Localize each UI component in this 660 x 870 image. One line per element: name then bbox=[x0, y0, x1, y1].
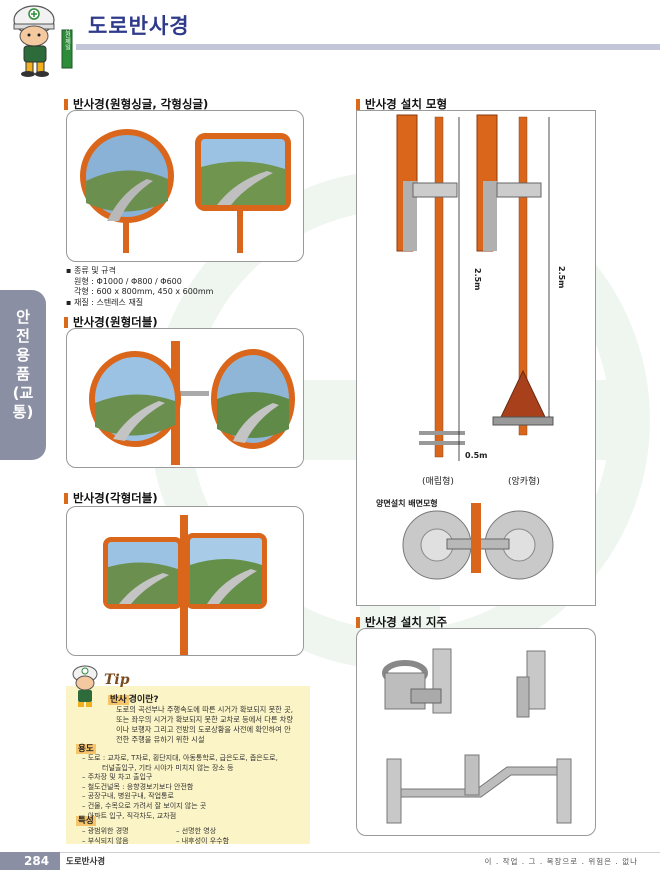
usage-item: – 도로 : 교차로, T자로, 횡단지대, 아동통학로, 급은도로, 좁은도로… bbox=[82, 754, 278, 762]
usage-item: – 아파트 입구, 직각차도, 교차점 bbox=[82, 811, 177, 820]
section-title-square-double: 반사경(각형더블) bbox=[64, 490, 158, 506]
type-buried-label: (매립형) bbox=[422, 477, 454, 487]
features-heading: 특성 bbox=[76, 814, 96, 826]
pole-illustration bbox=[382, 648, 572, 824]
footer-rule bbox=[0, 852, 660, 853]
install-model-diagram bbox=[396, 114, 554, 580]
footer-slogan: 이 . 작업 . 그 . 복장으로 . 위험은 . 없나 bbox=[484, 857, 638, 866]
tip-description: 도로의 곡선부나 주행속도에 따른 시거가 확보되지 못한 곳, 또는 좌우의 … bbox=[116, 705, 308, 745]
usage-item: – 건물, 수목으로 가려서 잘 보이지 않는 곳 bbox=[82, 801, 207, 810]
section-title-round-double-text: 반사경(원형더블) bbox=[73, 315, 158, 329]
section-title-install-model: 반사경 설치 모형 bbox=[356, 96, 447, 112]
tip-box bbox=[66, 686, 310, 844]
tip-word: Tip bbox=[104, 672, 130, 688]
usage-item: – 주차장 및 차고 출입구 bbox=[82, 773, 153, 782]
section-marker bbox=[64, 492, 68, 504]
section-title-single-text: 반사경(원형싱글, 각형싱글) bbox=[73, 97, 209, 111]
features-heading-text: 특성 bbox=[76, 816, 96, 826]
tip-question-rest: 경이란? bbox=[128, 695, 159, 705]
section-title-round-double: 반사경(원형더블) bbox=[64, 314, 158, 330]
header-rule bbox=[76, 44, 660, 50]
tip-description-line: 또는 좌우의 시거가 확보되지 못한 교차로 등에서 다른 차량 bbox=[116, 715, 293, 724]
spec-heading: ▪ 종류 및 규격 bbox=[66, 266, 116, 275]
tip-question-highlight: 반사 bbox=[108, 695, 129, 705]
feature-item: – 내후성이 우수함 bbox=[176, 837, 230, 845]
usage-item: 터널출입구, 기타 시야가 미치지 않는 장소 등 bbox=[82, 763, 234, 772]
feature-item: – 선명한 영상 bbox=[176, 827, 217, 835]
mascot-badge-text: 안전제일 bbox=[64, 25, 71, 50]
feature-item: – 부식되지 않음 bbox=[82, 837, 129, 845]
usage-item: – 철도건널목 : 응향경보기보다 안전함 bbox=[82, 782, 194, 791]
type-anchor-label: (앙카형) bbox=[508, 477, 540, 487]
height-label-buried: 2.5m bbox=[473, 268, 482, 291]
feature-item: – 광범위한 경명 bbox=[82, 827, 129, 835]
spec-square: 각형 : 600 x 800mm, 450 x 600mm bbox=[74, 287, 214, 296]
section-title-pole: 반사경 설치 지주 bbox=[356, 614, 447, 630]
tip-description-line: 이나 보행자 그리고 전방의 도로상황을 사전에 확인하여 안 bbox=[116, 725, 291, 734]
tip-description-line: 전한 주행을 유하기 위한 시설 bbox=[116, 735, 205, 744]
page-title: 도로반사경 bbox=[88, 14, 190, 38]
footer-title: 도로반사경 bbox=[66, 857, 106, 867]
spec-material: ▪ 재질 : 스텐레스 재질 bbox=[66, 297, 144, 307]
section-title-square-double-text: 반사경(각형더블) bbox=[73, 491, 158, 505]
single-mirror-photo-panel bbox=[66, 110, 304, 262]
page-number: 284 bbox=[0, 852, 60, 870]
double-side-model-label: 양면설치 배면모형 bbox=[376, 499, 438, 508]
tip-mascot-icon bbox=[72, 665, 98, 707]
round-double-illustration bbox=[89, 341, 295, 465]
round-double-photo-panel bbox=[66, 328, 304, 468]
section-marker bbox=[356, 98, 360, 110]
section-title-single: 반사경(원형싱글, 각형싱글) bbox=[64, 96, 208, 112]
category-side-tab-label: 안전용품(교통) bbox=[12, 308, 34, 421]
category-side-tab[interactable] bbox=[0, 290, 46, 460]
square-double-photo-panel bbox=[66, 506, 304, 656]
usage-list: – 도로 : 교차로, T자로, 횡단지대, 아동통학로, 급은도로, 좁은도로… bbox=[82, 754, 278, 821]
spec-block: ▪ 종류 및 규격 원형 : Φ1000 / Φ800 / Φ600 각형 : … bbox=[66, 266, 213, 308]
section-title-install-model-text: 반사경 설치 모형 bbox=[365, 97, 448, 111]
single-mirror-illustration bbox=[80, 129, 291, 253]
safety-mascot-icon: 안전제일 bbox=[13, 5, 73, 77]
usage-item: – 공장구내, 병원구내, 작업통로 bbox=[82, 792, 174, 801]
depth-label: 0.5m bbox=[465, 451, 488, 460]
usage-heading: 용도 bbox=[76, 742, 96, 754]
install-model-panel bbox=[356, 110, 596, 606]
pole-photo-panel bbox=[356, 628, 596, 836]
usage-heading-text: 용도 bbox=[76, 744, 96, 754]
height-label-anchor: 2.5m bbox=[557, 266, 566, 289]
section-marker bbox=[64, 98, 68, 110]
tip-description-line: 도로의 곡선부나 주행속도에 따른 시거가 확보되지 못한 곳, bbox=[116, 705, 293, 714]
section-marker bbox=[356, 616, 360, 628]
spec-round: 원형 : Φ1000 / Φ800 / Φ600 bbox=[74, 276, 182, 286]
section-marker bbox=[64, 316, 68, 328]
section-title-pole-text: 반사경 설치 지주 bbox=[365, 615, 448, 629]
square-double-illustration bbox=[103, 515, 267, 655]
